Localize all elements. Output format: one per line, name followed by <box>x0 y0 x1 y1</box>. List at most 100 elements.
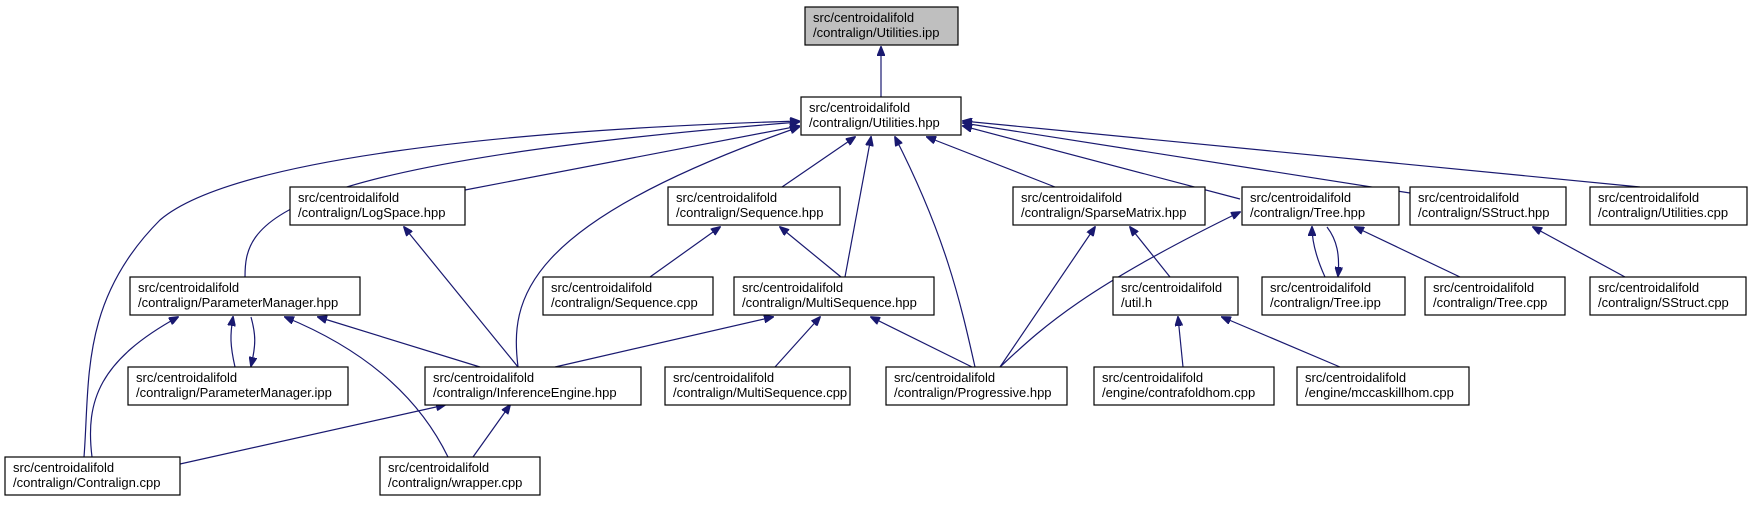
node-n20[interactable]: src/centroidalifold/engine/mccaskillhom.… <box>1296 366 1470 406</box>
edge-n13-to-n5 <box>1355 227 1461 278</box>
edge-n6-to-n1 <box>963 123 1411 194</box>
nodes: src/centroidalifold/contralign/Utilities… <box>4 6 1748 496</box>
node-label-line: /contralign/Utilities.ipp <box>813 25 939 40</box>
node-box[interactable] <box>129 276 361 316</box>
node-box[interactable] <box>127 366 349 406</box>
node-n22[interactable]: src/centroidalifold/contralign/wrapper.c… <box>379 456 541 496</box>
edge-n14-to-n6 <box>1533 227 1626 278</box>
node-n11[interactable]: src/centroidalifold/util.h <box>1112 276 1239 316</box>
node-box[interactable] <box>1241 186 1400 226</box>
node-n4[interactable]: src/centroidalifold/contralign/SparseMat… <box>1012 186 1206 226</box>
edge-n15-to-n8 <box>231 317 235 368</box>
node-label-line: /util.h <box>1121 295 1152 310</box>
node-label-line: src/centroidalifold <box>1250 190 1351 205</box>
node-n21[interactable]: src/centroidalifold/contralign/Contralig… <box>4 456 181 496</box>
node-label-line: /contralign/LogSpace.hpp <box>298 205 445 220</box>
node-label-line: /contralign/Tree.cpp <box>1433 295 1547 310</box>
node-n8[interactable]: src/centroidalifold/contralign/Parameter… <box>129 276 361 316</box>
edge-n18-to-n10 <box>871 317 973 368</box>
node-n16[interactable]: src/centroidalifold/contralign/Inference… <box>424 366 642 406</box>
node-n14[interactable]: src/centroidalifold/contralign/SStruct.c… <box>1589 276 1747 316</box>
node-label-line: src/centroidalifold <box>298 190 399 205</box>
node-label-line: src/centroidalifold <box>1270 280 1371 295</box>
node-box[interactable] <box>1093 366 1275 406</box>
node-label-line: /contralign/SStruct.hpp <box>1418 205 1550 220</box>
node-n3[interactable]: src/centroidalifold/contralign/Sequence.… <box>667 186 841 226</box>
node-label-line: /contralign/Tree.hpp <box>1250 205 1365 220</box>
node-label-line: src/centroidalifold <box>813 10 914 25</box>
node-n12[interactable]: src/centroidalifold/contralign/Tree.ipp <box>1261 276 1406 316</box>
node-label-line: /contralign/MultiSequence.cpp <box>673 385 847 400</box>
node-label-line: /contralign/wrapper.cpp <box>388 475 522 490</box>
node-label-line: /contralign/SStruct.cpp <box>1598 295 1729 310</box>
node-box[interactable] <box>289 186 466 226</box>
node-box[interactable] <box>1261 276 1406 316</box>
node-n19[interactable]: src/centroidalifold/engine/contrafoldhom… <box>1093 366 1275 406</box>
node-box[interactable] <box>667 186 841 226</box>
node-box[interactable] <box>4 456 181 496</box>
node-n17[interactable]: src/centroidalifold/contralign/MultiSequ… <box>664 366 851 406</box>
edge-n7-to-n1 <box>963 121 1641 188</box>
edge-n12-to-n5 <box>1312 227 1326 278</box>
node-label-line: /contralign/SparseMatrix.hpp <box>1021 205 1186 220</box>
node-box[interactable] <box>424 366 642 406</box>
node-box[interactable] <box>733 276 935 316</box>
node-box[interactable] <box>379 456 541 496</box>
node-label-line: /contralign/MultiSequence.hpp <box>742 295 917 310</box>
node-n1[interactable]: src/centroidalifold/contralign/Utilities… <box>800 96 962 136</box>
node-box[interactable] <box>1424 276 1566 316</box>
node-box[interactable] <box>885 366 1068 406</box>
edges <box>83 47 1641 465</box>
edge-n21-to-n8 <box>89 317 178 458</box>
node-box[interactable] <box>1112 276 1239 316</box>
node-box[interactable] <box>1589 186 1748 226</box>
node-label-line: /contralign/Sequence.cpp <box>551 295 698 310</box>
node-n0[interactable]: src/centroidalifold/contralign/Utilities… <box>804 6 959 46</box>
edge-n22-to-n16 <box>472 405 510 458</box>
node-label-line: src/centroidalifold <box>894 370 995 385</box>
node-label-line: src/centroidalifold <box>138 280 239 295</box>
edge-n16-to-n2 <box>404 227 519 368</box>
node-label-line: src/centroidalifold <box>1121 280 1222 295</box>
edge-n21-to-n16 <box>179 405 445 465</box>
node-n18[interactable]: src/centroidalifold/contralign/Progressi… <box>885 366 1068 406</box>
node-label-line: /engine/contrafoldhom.cpp <box>1102 385 1255 400</box>
node-box[interactable] <box>1409 186 1567 226</box>
node-n2[interactable]: src/centroidalifold/contralign/LogSpace.… <box>289 186 466 226</box>
node-n6[interactable]: src/centroidalifold/contralign/SStruct.h… <box>1409 186 1567 226</box>
node-box[interactable] <box>664 366 851 406</box>
edge-n5-to-n12 <box>1326 226 1339 276</box>
edge-n8-to-n15 <box>251 316 255 366</box>
node-box[interactable] <box>1296 366 1470 406</box>
node-box[interactable] <box>1012 186 1206 226</box>
node-label-line: /contralign/Sequence.hpp <box>676 205 823 220</box>
node-label-line: src/centroidalifold <box>742 280 843 295</box>
node-label-line: src/centroidalifold <box>1305 370 1406 385</box>
node-n7[interactable]: src/centroidalifold/contralign/Utilities… <box>1589 186 1748 226</box>
node-n15[interactable]: src/centroidalifold/contralign/Parameter… <box>127 366 349 406</box>
node-label-line: src/centroidalifold <box>809 100 910 115</box>
node-n5[interactable]: src/centroidalifold/contralign/Tree.hpp <box>1241 186 1400 226</box>
node-label-line: src/centroidalifold <box>1102 370 1203 385</box>
node-box[interactable] <box>542 276 714 316</box>
edge-n3-to-n1 <box>781 137 855 188</box>
node-label-line: /contralign/ParameterManager.ipp <box>136 385 332 400</box>
node-box[interactable] <box>1589 276 1747 316</box>
node-label-line: src/centroidalifold <box>136 370 237 385</box>
node-label-line: src/centroidalifold <box>673 370 774 385</box>
node-n13[interactable]: src/centroidalifold/contralign/Tree.cpp <box>1424 276 1566 316</box>
node-n10[interactable]: src/centroidalifold/contralign/MultiSequ… <box>733 276 935 316</box>
edge-n17-to-n10 <box>774 317 820 368</box>
node-n9[interactable]: src/centroidalifold/contralign/Sequence.… <box>542 276 714 316</box>
node-box[interactable] <box>800 96 962 136</box>
node-box[interactable] <box>804 6 959 46</box>
edge-n19-to-n11 <box>1178 317 1184 368</box>
edge-n18-to-n4 <box>999 227 1095 368</box>
edge-n10-to-n3 <box>780 227 842 278</box>
edge-n16-to-n8 <box>318 317 481 368</box>
node-label-line: src/centroidalifold <box>13 460 114 475</box>
edge-n11-to-n4 <box>1130 227 1171 278</box>
node-label-line: src/centroidalifold <box>1418 190 1519 205</box>
edge-n10-to-n1 <box>844 137 871 278</box>
